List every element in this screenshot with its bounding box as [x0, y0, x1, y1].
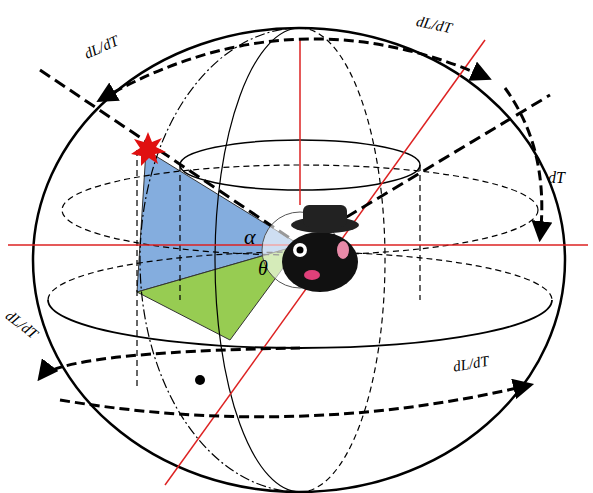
rate-label: dL/dT: [3, 308, 40, 342]
rate-label: dL/dT: [82, 33, 121, 61]
rate-label: dL/dT: [415, 14, 453, 36]
angle-label: α: [244, 226, 256, 248]
rate-label: dT: [548, 170, 565, 186]
rate-label: dL/dT: [452, 354, 490, 375]
angle-label: θ: [258, 258, 268, 278]
